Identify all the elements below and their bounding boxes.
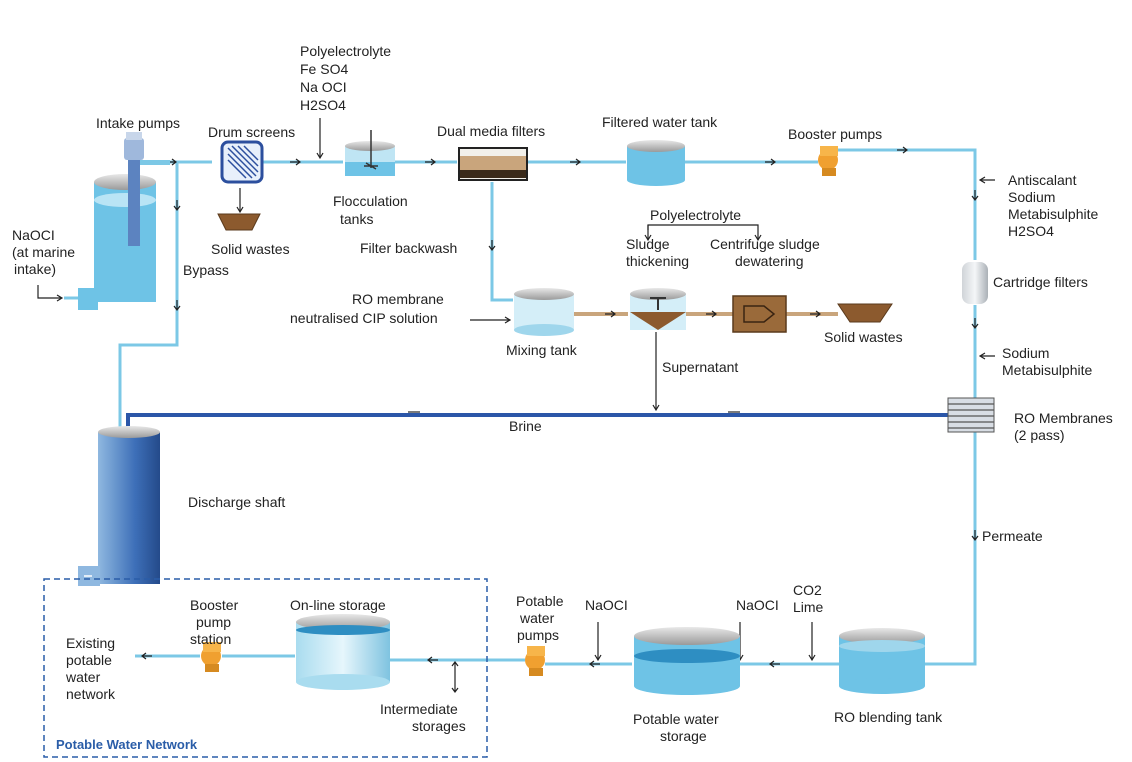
drum-screen-icon <box>220 140 264 184</box>
label-potable-storage-2: storage <box>660 728 707 744</box>
label-sodium-meta-1: Sodium <box>1002 345 1049 361</box>
water-pipes <box>64 148 977 666</box>
label-potable-pumps-2: water <box>519 610 555 626</box>
filtered-water-tank <box>627 140 685 186</box>
potable-water-storage <box>634 627 740 695</box>
label-ro-membranes-2: (2 pass) <box>1014 427 1065 443</box>
label-potable-pumps-1: Potable <box>516 593 564 609</box>
label-existing-1: Existing <box>66 635 115 651</box>
label-antiscalant-1: Antiscalant <box>1008 172 1077 188</box>
discharge-shaft <box>78 426 160 586</box>
label-brine: Brine <box>509 418 542 434</box>
booster-pump-icon <box>818 146 838 176</box>
label-ro-blending-tank: RO blending tank <box>834 709 943 725</box>
label-sludge-thickening-1: Sludge <box>626 236 670 252</box>
label-sodium-meta-2: Metabisulphite <box>1002 362 1092 378</box>
potable-water-network-box <box>43 578 488 758</box>
label-solid-wastes-2: Solid wastes <box>824 329 903 345</box>
label-antiscalant-2: Sodium <box>1008 189 1055 205</box>
centrifuge-icon <box>732 295 787 333</box>
label-booster-pumps: Booster pumps <box>788 126 882 142</box>
label-intermediate-2: storages <box>412 718 466 734</box>
label-naoci-2: NaOCI <box>736 597 779 613</box>
flocculation-tank <box>345 130 395 176</box>
label-ro-membranes-1: RO Membranes <box>1014 410 1113 426</box>
ro-blending-tank <box>839 628 925 694</box>
label-centrifuge-1: Centrifuge sludge <box>710 236 820 252</box>
solid-waste-bin-icon <box>217 213 261 231</box>
label-mixing-tank: Mixing tank <box>506 342 578 358</box>
label-bypass: Bypass <box>183 262 229 278</box>
online-storage-tank <box>296 614 390 690</box>
label-filtered-water-tank: Filtered water tank <box>602 114 718 130</box>
label-centrifuge-2: dewatering <box>735 253 804 269</box>
label-discharge-shaft: Discharge shaft <box>188 494 285 510</box>
label-existing-3: water <box>65 669 101 685</box>
label-flocculation-2: tanks <box>340 211 373 227</box>
label-existing-2: potable <box>66 652 112 668</box>
label-solid-wastes-1: Solid wastes <box>211 241 290 257</box>
label-chem-h2so4: H2SO4 <box>300 97 346 113</box>
label-flocculation-1: Flocculation <box>333 193 408 209</box>
label-antiscalant-3: Metabisulphite <box>1008 206 1098 222</box>
label-permeate: Permeate <box>982 528 1043 544</box>
label-cartridge-filters: Cartridge filters <box>993 274 1088 290</box>
booster-pump-station-icon <box>201 642 221 672</box>
label-existing-4: network <box>66 686 116 702</box>
label-chem-polyelectrolyte: Polyelectrolyte <box>300 43 391 59</box>
label-ro-cip-1: RO membrane <box>352 291 444 307</box>
label-chem-naoci: Na OCI <box>300 79 347 95</box>
cartridge-filter <box>962 262 988 304</box>
label-naoci-intake-1: NaOCI <box>12 227 55 243</box>
label-chem-feso4: Fe SO4 <box>300 61 348 77</box>
solid-waste-bin-icon-2 <box>837 303 893 323</box>
intake-tank <box>78 174 156 310</box>
label-naoci-1: NaOCI <box>585 597 628 613</box>
label-lime: Lime <box>793 599 824 615</box>
label-potable-pumps-3: pumps <box>517 627 559 643</box>
label-co2: CO2 <box>793 582 822 598</box>
dual-media-filter <box>458 147 528 181</box>
label-potable-storage-1: Potable water <box>633 711 719 727</box>
ro-membrane-rack <box>947 397 995 433</box>
label-booster-station-2: pump <box>196 614 231 630</box>
label-booster-station-3: station <box>190 631 231 647</box>
label-ro-cip-2: neutralised CIP solution <box>290 310 438 326</box>
label-supernatant: Supernatant <box>662 359 738 375</box>
label-potable-water-network: Potable Water Network <box>56 737 198 752</box>
mixing-tank <box>514 288 574 336</box>
sludge-thickener <box>630 288 686 330</box>
label-sludge-thickening-2: thickening <box>626 253 689 269</box>
label-intermediate-1: Intermediate <box>380 701 458 717</box>
label-naoci-intake-3: intake) <box>14 261 56 277</box>
label-antiscalant-4: H2SO4 <box>1008 223 1054 239</box>
label-filter-backwash: Filter backwash <box>360 240 457 256</box>
label-polyelectrolyte-2: Polyelectrolyte <box>650 207 741 223</box>
flow-arrows <box>80 146 979 668</box>
label-drum-screens: Drum screens <box>208 124 295 140</box>
label-dual-media-filters: Dual media filters <box>437 123 545 139</box>
label-intake-pumps: Intake pumps <box>96 115 180 131</box>
label-online-storage: On-line storage <box>290 597 386 613</box>
intake-pump-icon <box>124 132 170 246</box>
labels: Intake pumps Drum screens Polyelectrolyt… <box>12 43 1113 752</box>
label-booster-station-1: Booster <box>190 597 239 613</box>
potable-water-pump-icon <box>525 646 545 676</box>
label-naoci-intake-2: (at marine <box>12 244 75 260</box>
